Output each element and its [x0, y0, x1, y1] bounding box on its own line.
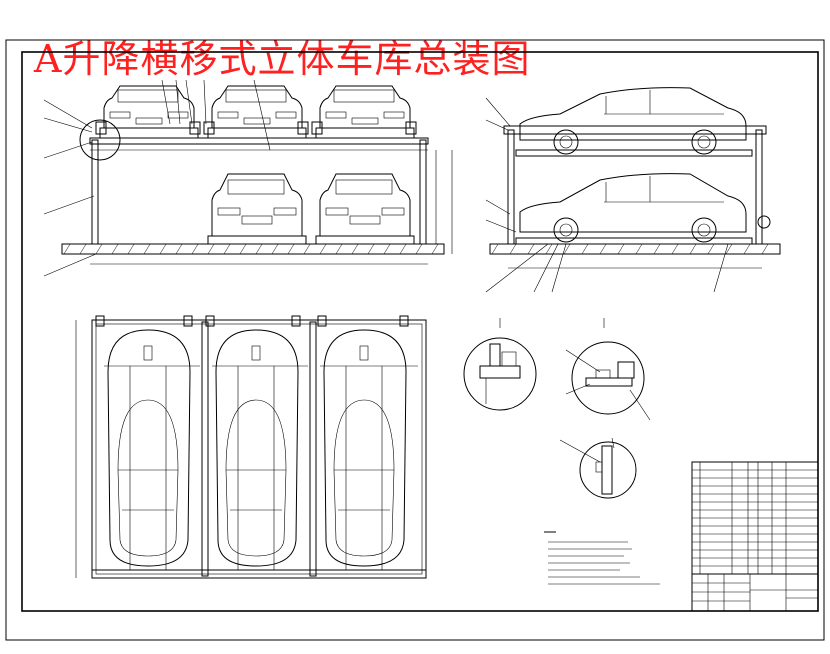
side-foundation	[489, 243, 781, 255]
lower-car-1	[211, 173, 303, 237]
front-view	[43, 79, 453, 277]
detail-view-2	[565, 318, 651, 421]
side-column-right	[755, 129, 763, 245]
detail-view-3	[559, 437, 637, 499]
plan-view	[75, 315, 427, 579]
lower-car-2	[319, 173, 411, 237]
upper-pallet-1	[99, 127, 199, 139]
side-lower-pallet	[515, 237, 753, 245]
upper-car-1	[103, 85, 195, 129]
technical-notes	[544, 531, 660, 585]
side-view	[485, 87, 781, 293]
upper-car-2	[211, 85, 303, 129]
detail-view-1	[463, 318, 537, 411]
plan-outer-frame	[91, 319, 427, 579]
side-column-left	[507, 129, 515, 245]
front-column-left	[91, 139, 99, 245]
lower-pallet-2	[315, 235, 415, 245]
drawing-title: A升降横移式立体车库总装图	[34, 37, 531, 81]
detail-views	[463, 318, 651, 499]
front-top-beam	[89, 137, 429, 145]
side-upper-pallet	[515, 149, 753, 157]
sheet-outer-border	[5, 39, 825, 641]
sheet-inner-border	[21, 51, 819, 612]
side-upper-car	[519, 87, 747, 155]
upper-pallet-2	[207, 127, 307, 139]
title-block	[691, 461, 819, 612]
plan-car-1	[107, 329, 191, 567]
upper-car-3	[319, 85, 411, 129]
plan-car-2	[215, 329, 299, 567]
upper-pallet-3	[315, 127, 415, 139]
lower-pallet-1	[207, 235, 307, 245]
side-top-beam	[503, 125, 767, 135]
detail-callout-circle-front	[79, 119, 121, 161]
front-column-right	[419, 139, 427, 245]
side-lower-car	[519, 173, 747, 243]
plan-car-3	[323, 329, 407, 567]
front-foundation	[61, 243, 445, 255]
